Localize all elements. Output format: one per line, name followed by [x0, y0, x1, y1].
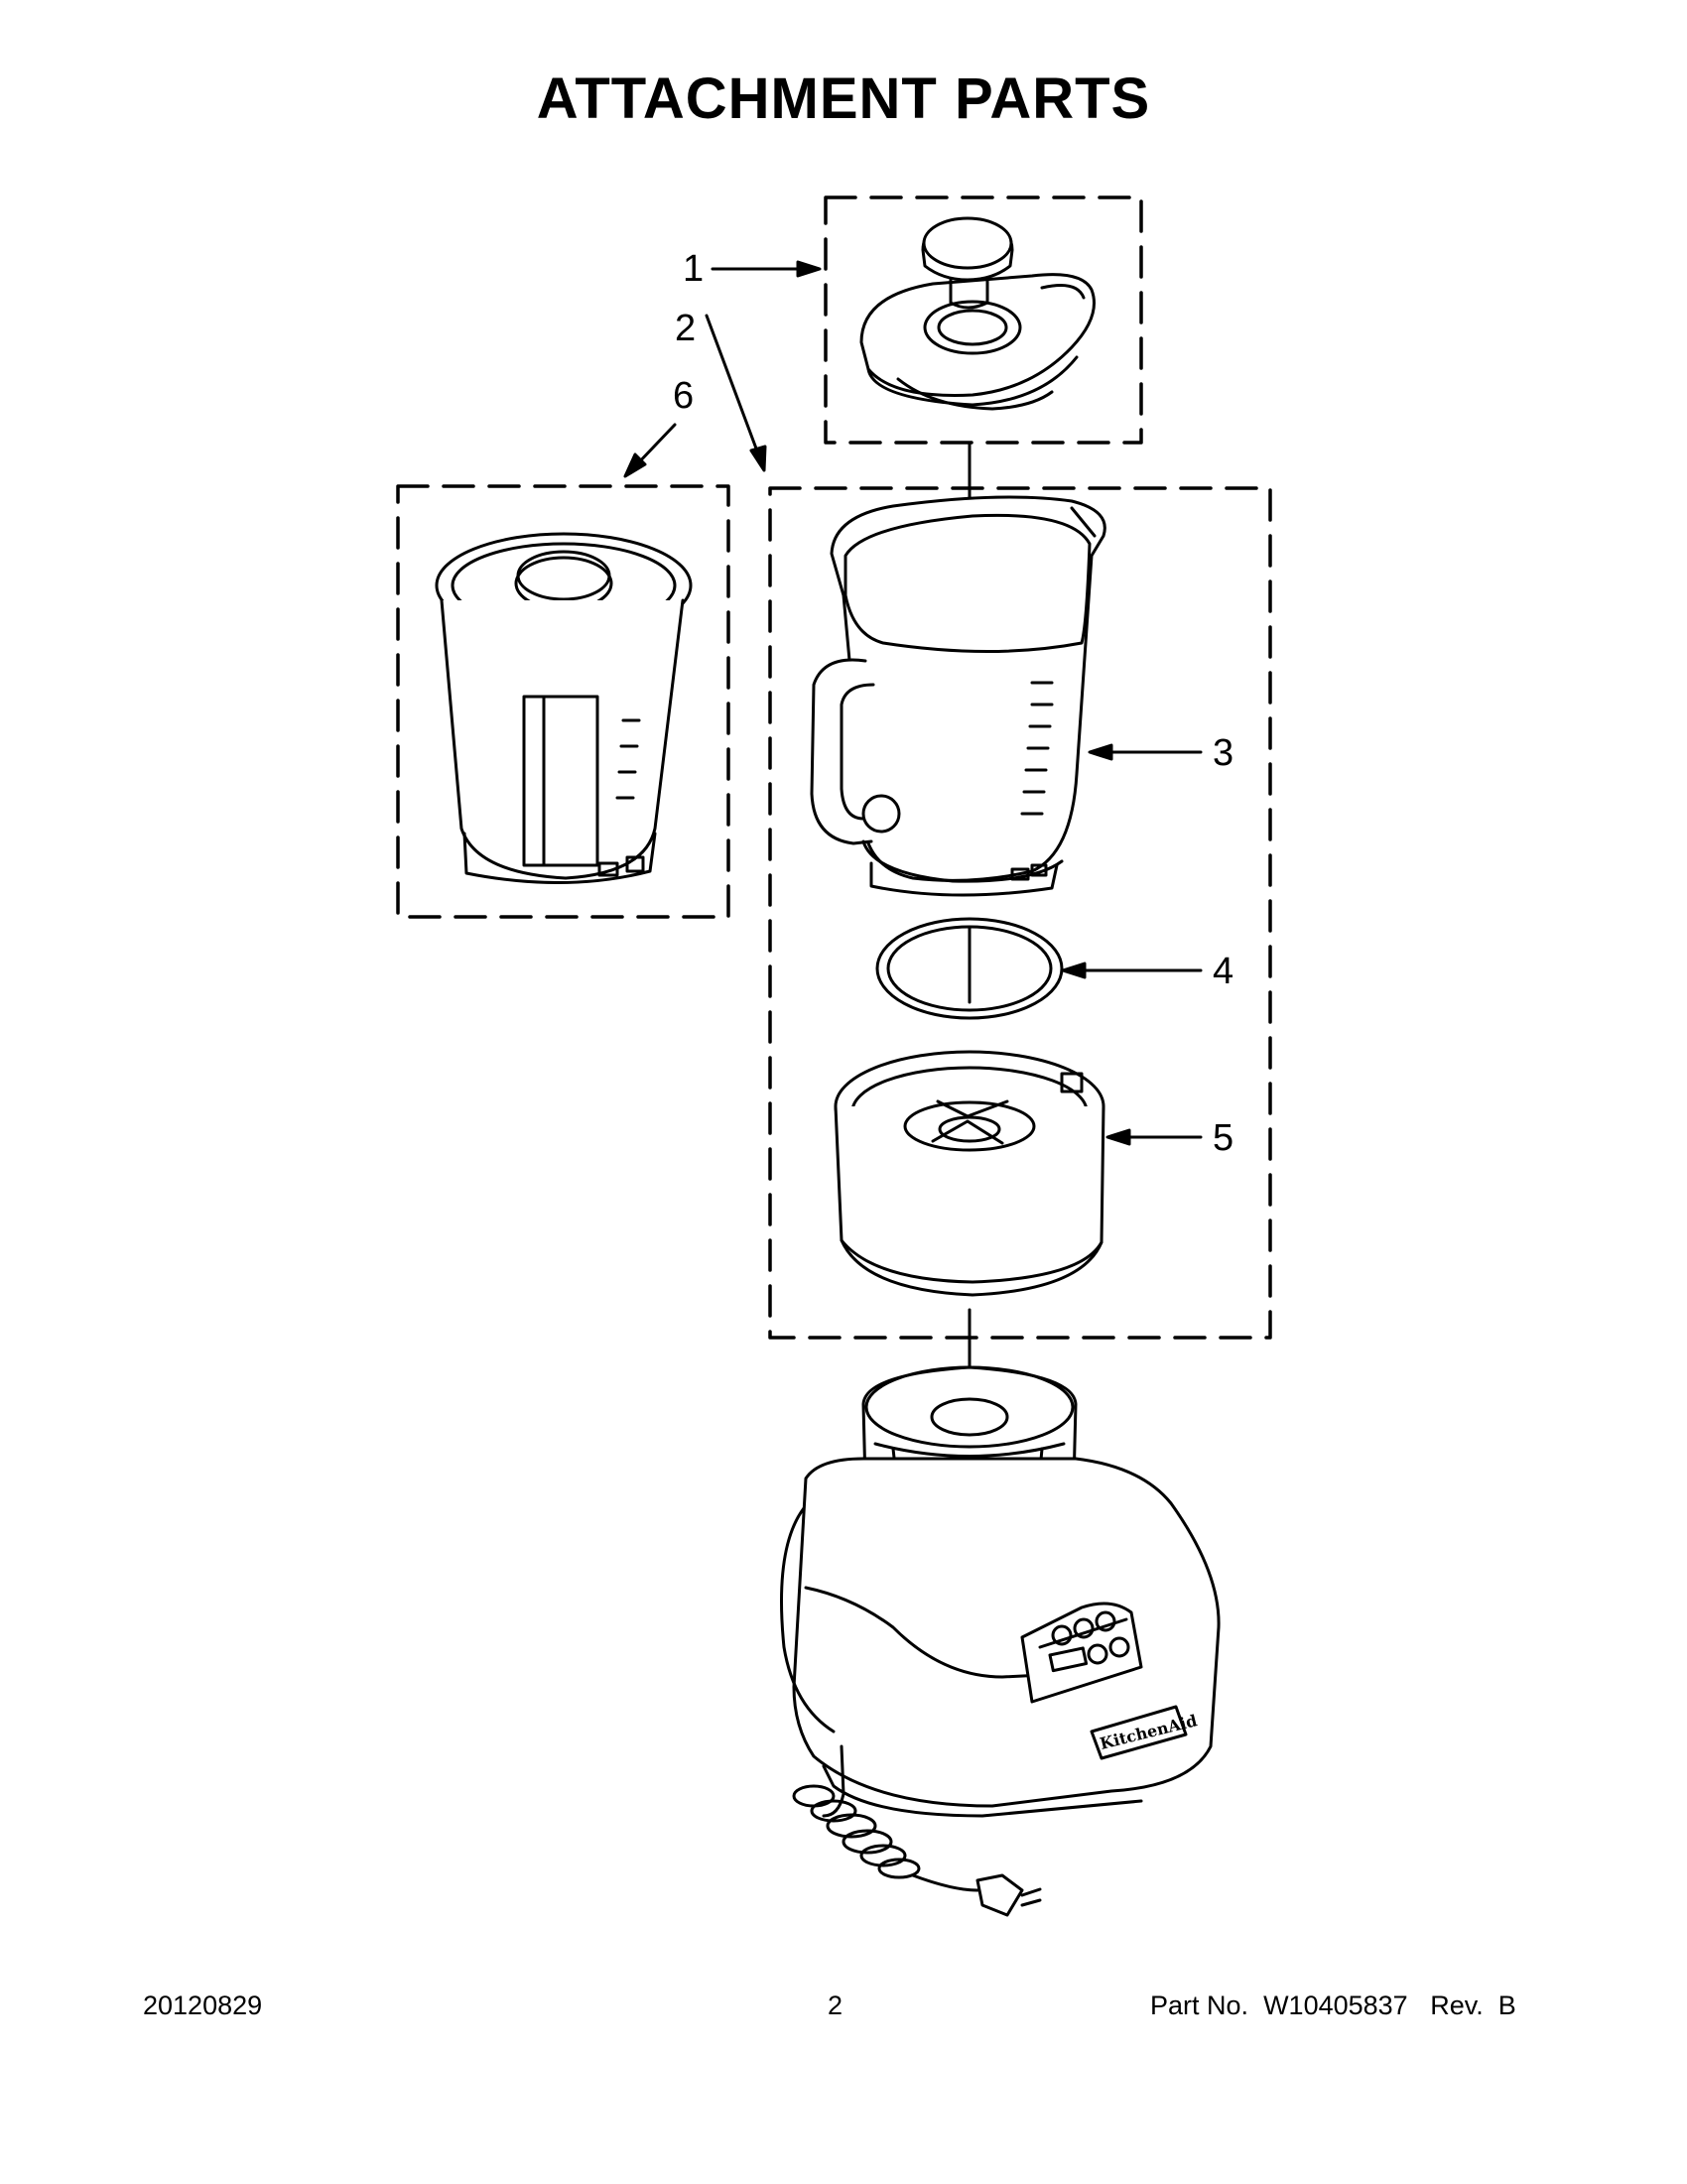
part-number: W10405837 — [1263, 1991, 1408, 2020]
rev-label: Rev. — [1430, 1991, 1484, 2020]
lid-group-box — [824, 195, 1143, 445]
leader-arrows — [623, 260, 1203, 1146]
small-jar-part — [435, 532, 693, 884]
footer-date: 20120829 — [143, 1991, 263, 2020]
blender-base-unit: KitchenAid — [780, 1365, 1221, 1818]
page-title: ATTACHMENT PARTS — [536, 66, 1151, 131]
callout-6: 6 — [673, 375, 695, 417]
blender-jar-part — [810, 495, 1106, 897]
callout-5: 5 — [1213, 1117, 1234, 1159]
lid-part — [859, 216, 1096, 411]
callout-2: 2 — [675, 308, 697, 349]
callout-3: 3 — [1213, 732, 1234, 774]
callout-1: 1 — [683, 248, 705, 290]
footer-page-number: 2 — [828, 1991, 844, 2020]
jar-group-box — [768, 486, 1272, 1340]
callout-4: 4 — [1213, 951, 1234, 992]
footer-part-info: Part No. W10405837 Rev. B — [1150, 1991, 1516, 2021]
blade-assembly-part — [834, 1050, 1105, 1297]
sealing-ring-part — [875, 917, 1064, 1020]
power-cord — [792, 1744, 1042, 1917]
part-label: Part No. — [1150, 1991, 1249, 2020]
small-jar-group-box — [396, 484, 730, 919]
rev-value: B — [1497, 1991, 1516, 2020]
